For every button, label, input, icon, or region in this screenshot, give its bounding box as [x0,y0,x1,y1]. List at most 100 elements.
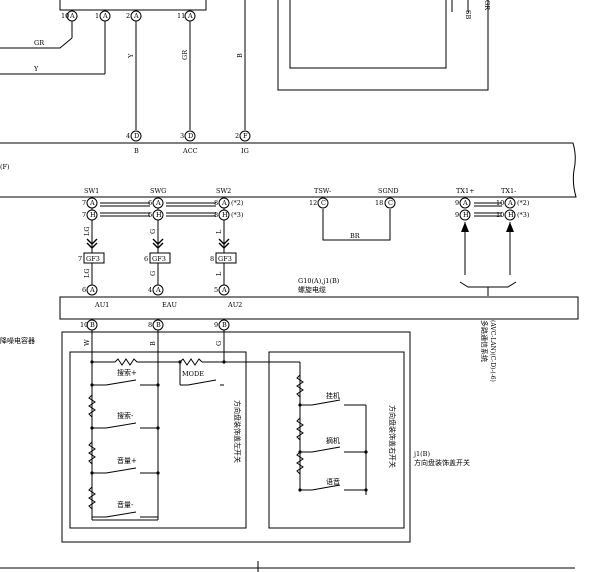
bus-b: B [134,147,139,155]
sig-tsw: TSW- [314,187,331,195]
pin-7h: 7 [82,211,86,219]
wire-b2: B [149,341,157,346]
note-tx-b: (*3) [517,211,530,219]
pin-7h-pos: H [90,211,96,219]
pin-18c-pos: C [388,199,393,207]
top-right-frame-inner [289,0,447,69]
switch-assembly-frame [61,331,411,543]
btn-mode: MODE [182,370,204,378]
pin-10a2-pos: A [507,199,513,207]
wire-lg-1: LG [83,226,91,236]
pin-10h-pos: H [508,211,514,219]
sp-pin-5a-pos: A [221,286,227,294]
wire-gr-vert: GR [181,49,189,60]
wire-b-vert: B [236,53,244,58]
bus-ig: IG [241,147,249,155]
note-tx-a: (*2) [517,199,530,207]
wire-y-left: Y [33,65,39,73]
pin-3d-pos: D [188,132,193,140]
bus-acc: ACC [182,147,198,155]
pin-9h: 9 [455,211,459,219]
pin-3d: 3 [180,132,184,140]
br-wire [322,209,391,241]
left-switch-title: 方向盘装饰盖左开关 [233,400,242,463]
sp-pin-9b: 9 [214,321,218,329]
sp-pin-4a: 4 [148,286,152,294]
right-switch-title: 方向盘装饰盖右开关 [388,405,397,468]
comm-label-1: 多路通信系统 [480,320,489,362]
wire-l-2: L [215,271,223,276]
btn-hang-up: 挂机 [326,391,340,400]
pin-2f: 2 [235,132,239,140]
note-sw2-a: (*2) [231,199,244,207]
pin-6a: 6 [148,199,152,207]
top-right-frame-outer [277,0,489,91]
sig-swg: SWG [150,187,166,195]
label-gr-right: GR [483,0,491,11]
btn-vol-plus: 音量+ [117,456,137,465]
spiral-cable-bar [59,296,579,320]
sp-pin-10b: 10 [80,321,88,329]
pin-18c: 18 [375,199,383,207]
resistor-2 [179,358,203,366]
sp-pin-5a: 5 [214,286,218,294]
top-connector-bar [59,0,207,11]
sig-sw1: SW1 [84,187,99,195]
wire-br: BR [350,232,361,240]
pin-4d: 4 [126,132,130,140]
gf3-label-1: GF3 [86,255,100,263]
pin-1a: 1 [95,12,99,20]
label-sb: SB [464,10,472,19]
btn-search-minus: 搜索- [117,411,134,420]
wire-y-vert: Y [127,53,135,59]
pin-11a: 11 [177,12,185,20]
sp-au1: AU1 [94,301,109,309]
wire-g-1: G [149,229,157,234]
wire-w: W [83,339,91,346]
bus-left-label: (F) [0,163,10,171]
sp-pin-8b: 8 [148,321,152,329]
pin-6a-pos: A [155,199,161,207]
sig-sgnd: SGND [378,187,399,195]
resistor-1 [114,358,138,366]
pin-7a: 7 [82,199,86,207]
left-switch-frame [69,351,247,529]
sp-pin-6a: 6 [82,286,86,294]
wire-g-2: G [149,271,157,276]
note-sw2-b: (*3) [231,211,244,219]
pin-9a-pos: A [462,199,468,207]
right-switch-frame [268,351,405,529]
pin-9a: 9 [455,199,459,207]
wire-l-1: L [215,229,223,234]
left-cut-label: 降噪电容器 [0,336,35,345]
gf3-pin-6: 6 [144,255,148,263]
btn-voice: 语音 [326,477,340,486]
gf3-pin-8: 8 [210,255,214,263]
wire-lg-2: LG [83,268,91,278]
gf3-label-2: GF3 [152,255,166,263]
pin-7a-pos: A [89,199,95,207]
sig-tx1m: TX1- [501,187,516,195]
pin-8a: 8 [214,199,218,207]
pin-8a-pos: A [221,199,227,207]
assembly-name: 方向盘装饰盖开关 [414,458,470,467]
sp-au2: AU2 [227,301,242,309]
pin-9h-pos: H [463,211,469,219]
btn-vol-minus: 音量- [117,500,134,509]
pin-10a: 10 [61,12,69,20]
sig-tx1p: TX1+ [456,187,475,195]
assembly-ref: j1(B) [413,450,430,458]
pin-10h: 10 [496,211,504,219]
pin-4d-pos: D [134,132,139,140]
sp-eau: EAU [162,301,177,309]
pin-8h: 8 [214,211,218,219]
sp-pin-6a-pos: A [89,286,95,294]
pin-10a2: 10 [496,199,504,207]
pin-1a-pos: A [102,12,108,20]
pin-2a-pos: A [133,12,139,20]
pin-12c: 12 [309,199,317,207]
btn-pick-up: 摘机 [326,436,340,445]
pin-12c-pos: C [321,199,326,207]
gf3-pin-7: 7 [78,255,82,263]
